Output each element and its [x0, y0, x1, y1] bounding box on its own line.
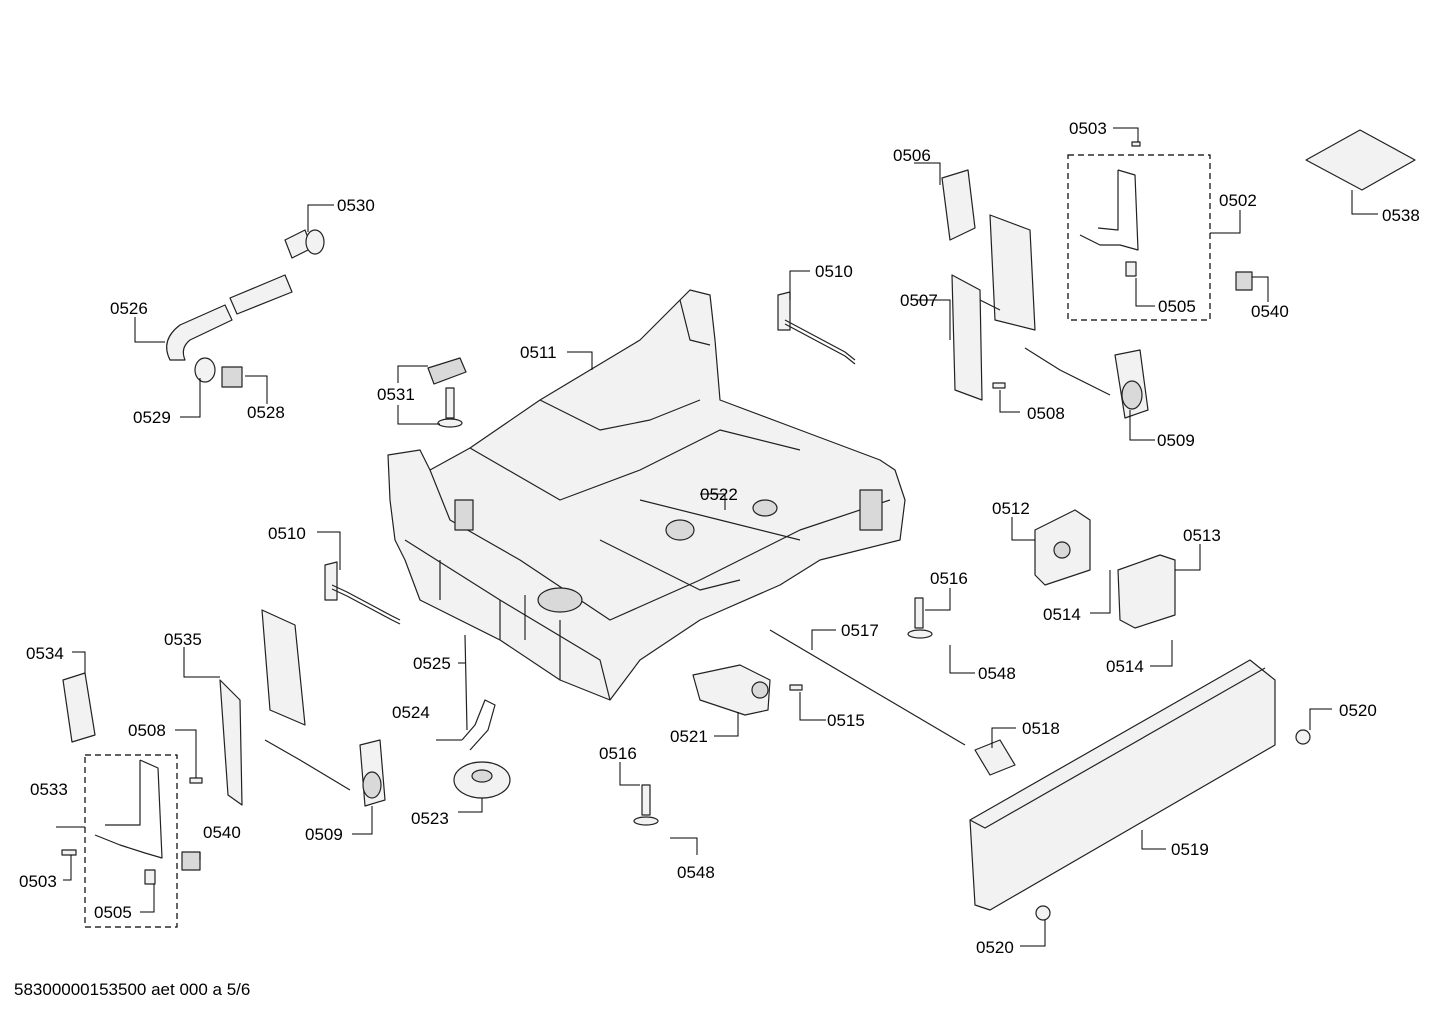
part-label-0548-lower: 0548 [677, 863, 715, 882]
bracket-part-0533 [94, 759, 163, 885]
valve-part-0521 [692, 664, 771, 716]
part-label-0523: 0523 [411, 809, 449, 828]
part-label-0508-left: 0508 [128, 721, 166, 740]
cover-part-0513 [1117, 554, 1176, 629]
drawing-reference-number: 58300000153500 aet 000 a 5/6 [14, 980, 251, 999]
parts-bag-0538 [1305, 129, 1416, 191]
part-label-0525: 0525 [413, 654, 451, 673]
part-label-0514-lower: 0514 [1106, 657, 1144, 676]
part-label-0534: 0534 [26, 644, 64, 663]
part-label-0510-upper: 0510 [815, 262, 853, 281]
foot-part [427, 357, 467, 428]
part-label-0528: 0528 [247, 403, 285, 422]
part-label-0530: 0530 [337, 196, 375, 215]
part-label-0518: 0518 [1022, 719, 1060, 738]
part-label-0533: 0533 [30, 780, 68, 799]
holder-hole [1053, 541, 1071, 559]
clip-part [221, 366, 243, 388]
screw-0520-lower [1035, 905, 1051, 921]
bracket-part-0507 [951, 214, 1036, 401]
spring-part-lower [324, 561, 401, 625]
part-label-0503-right: 0503 [1069, 119, 1107, 138]
part-label-0529: 0529 [133, 408, 171, 427]
front-panel-0519 [969, 659, 1276, 911]
part-label-0540-left: 0540 [203, 823, 241, 842]
hose-part [166, 229, 325, 383]
front-panel-edge [969, 667, 1266, 829]
part-label-0531: 0531 [377, 385, 415, 404]
shaft-0525 [464, 634, 468, 731]
kit-box-0502 [1067, 154, 1211, 321]
part-label-0506: 0506 [893, 146, 931, 165]
part-label-0507: 0507 [900, 291, 938, 310]
base-tub-part [387, 289, 906, 701]
clip-0540-left [181, 851, 201, 871]
bracket-part-0502 [1079, 141, 1141, 277]
cover-part-0506 [941, 169, 976, 241]
foot-0516-lower [633, 784, 659, 826]
bracket-part-0535 [219, 609, 306, 806]
part-label-0502: 0502 [1219, 191, 1257, 210]
part-label-0517: 0517 [841, 621, 879, 640]
part-label-0516-lower: 0516 [599, 744, 637, 763]
screw-0503-left [61, 849, 77, 856]
part-label-0521: 0521 [670, 727, 708, 746]
part-label-0514-upper: 0514 [1043, 605, 1081, 624]
part-label-0503-left: 0503 [19, 872, 57, 891]
leader-lines [56, 127, 1378, 947]
rod-part-0517 [769, 629, 966, 746]
part-label-0505-left: 0505 [94, 903, 132, 922]
part-label-0509-left: 0509 [305, 825, 343, 844]
screw-0520-right [1295, 729, 1311, 745]
arm-0524 [461, 699, 496, 751]
part-label-0548-upper: 0548 [978, 664, 1016, 683]
part-label-0540-right: 0540 [1251, 302, 1289, 321]
foot-0516-upper [907, 597, 933, 639]
part-label-0509-right: 0509 [1157, 431, 1195, 450]
part-label-0519: 0519 [1171, 840, 1209, 859]
part-label-0516-upper: 0516 [930, 569, 968, 588]
part-label-0520-right: 0520 [1339, 701, 1377, 720]
part-label-0526: 0526 [110, 299, 148, 318]
sensor-part-0509-left [264, 739, 386, 807]
part-labels: 0530 0526 0529 0528 0531 0511 0510 0506 … [19, 119, 1420, 957]
part-label-0510-lower: 0510 [268, 524, 306, 543]
impeller-0523 [453, 761, 511, 799]
screw-0515 [789, 684, 803, 691]
knob-part-0518 [974, 739, 1016, 776]
part-label-0524: 0524 [392, 703, 430, 722]
part-label-0515: 0515 [827, 711, 865, 730]
sensor-part-0509-right [1024, 347, 1149, 419]
cover-part-0534 [62, 672, 96, 743]
part-label-0511: 0511 [520, 343, 557, 362]
spring-part-upper [777, 291, 856, 365]
screw-0508-left [189, 777, 203, 784]
screw-0508-right [992, 382, 1006, 389]
part-label-0505-right: 0505 [1158, 297, 1196, 316]
part-label-0520-lower: 0520 [976, 938, 1014, 957]
part-label-0508-right: 0508 [1027, 404, 1065, 423]
part-label-0535: 0535 [164, 630, 202, 649]
part-label-0513: 0513 [1183, 526, 1221, 545]
clip-0540-right [1235, 271, 1253, 291]
part-label-0538: 0538 [1382, 206, 1420, 225]
part-label-0512: 0512 [992, 499, 1030, 518]
kit-box-0533 [84, 754, 178, 928]
part-label-0522: 0522 [700, 485, 738, 504]
